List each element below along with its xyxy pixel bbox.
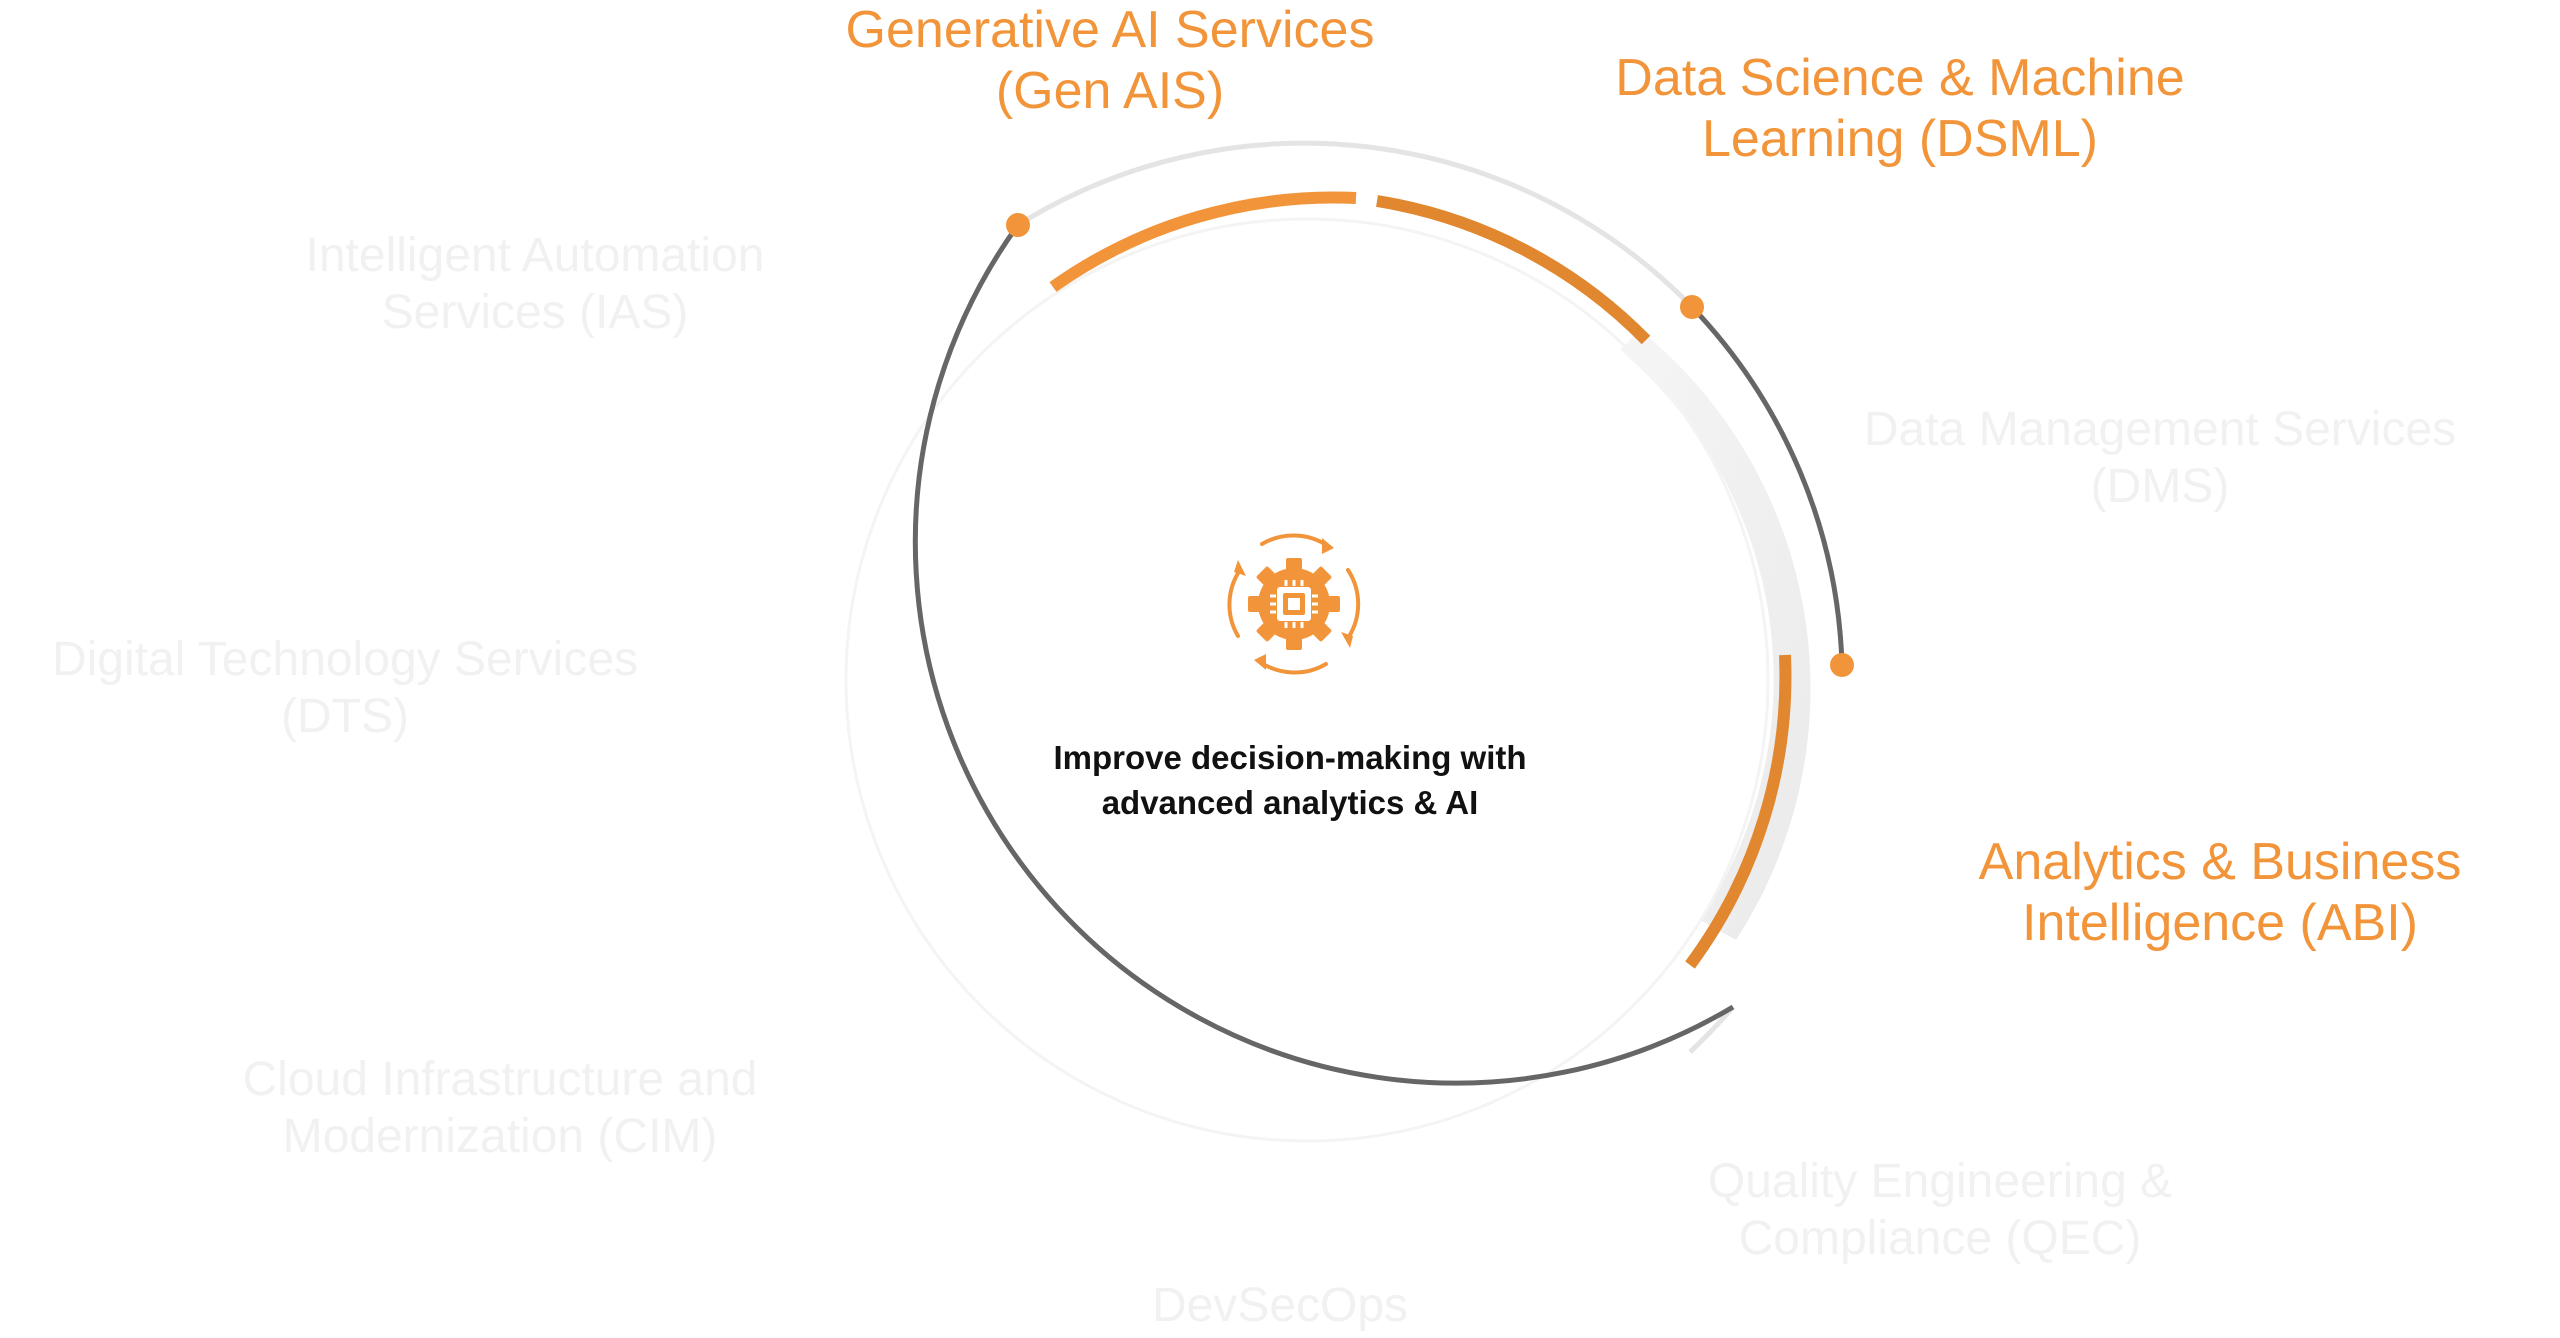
gen-ais-marker (1006, 213, 1030, 237)
abi-arc (1685, 654, 1792, 969)
service-label-line: Intelligent Automation (305, 229, 765, 282)
service-label-line: Analytics & Business (1978, 833, 2462, 891)
service-label-line: Services (IAS) (381, 285, 689, 339)
service-label-line: (Gen AIS) (995, 62, 1225, 121)
service-label-ias[interactable]: Intelligent Automation Services (IAS) (240, 228, 830, 341)
inner-ring (844, 217, 1770, 1143)
outer-ring-dark-left (912, 223, 1735, 1086)
service-label-line: Modernization (CIM) (282, 1109, 718, 1163)
center-statement-line: advanced analytics & AI (1101, 783, 1479, 821)
service-label-line: Generative AI Services (845, 1, 1375, 59)
dsml-marker (1680, 295, 1704, 319)
service-label-line: Compliance (QEC) (1738, 1211, 2142, 1265)
service-label-cim[interactable]: Cloud Infrastructure and Modernization (… (180, 1052, 820, 1165)
service-label-devsecops[interactable]: DevSecOps (1080, 1278, 1480, 1335)
service-label-line: (DMS) (2090, 459, 2230, 513)
service-label-line: Digital Technology Services (51, 633, 639, 686)
gen-ais-arc (1049, 191, 1357, 292)
dsml-arc (1376, 195, 1651, 345)
service-label-dts[interactable]: Digital Technology Services (DTS) (0, 632, 690, 745)
service-label-qec[interactable]: Quality Engineering & Compliance (QEC) (1620, 1154, 2260, 1267)
abi-marker (1830, 653, 1854, 677)
service-label-dms[interactable]: Data Management Services (DMS) (1800, 402, 2520, 515)
service-label-line: (DTS) (281, 689, 409, 743)
service-label-abi[interactable]: Analytics & Business Intelligence (ABI) (1880, 832, 2560, 955)
service-label-line: Learning (DSML) (1702, 110, 2098, 169)
service-label-line: Cloud Infrastructure and (242, 1053, 758, 1106)
center-statement-line: Improve decision-making with (1053, 739, 1527, 776)
center-statement: Improve decision-making with advanced an… (940, 736, 1640, 826)
service-label-gen-ais[interactable]: Generative AI Services (Gen AIS) (780, 0, 1440, 123)
service-label-line: Quality Engineering & (1707, 1155, 2173, 1208)
ring-shadow-band (1620, 330, 1811, 940)
outer-ring-faint-segment (1016, 140, 1694, 309)
service-label-line: Data Science & Machine (1615, 49, 2185, 107)
service-label-dsml[interactable]: Data Science & Machine Learning (DSML) (1540, 48, 2260, 171)
service-label-line: Intelligence (ABI) (2022, 894, 2418, 953)
service-label-line: DevSecOps (1151, 1279, 1409, 1332)
outer-ring-dark-right (1690, 305, 1845, 666)
service-label-line: Data Management Services (1863, 403, 2457, 456)
gear-chip-cycle-icon (1227, 533, 1361, 675)
